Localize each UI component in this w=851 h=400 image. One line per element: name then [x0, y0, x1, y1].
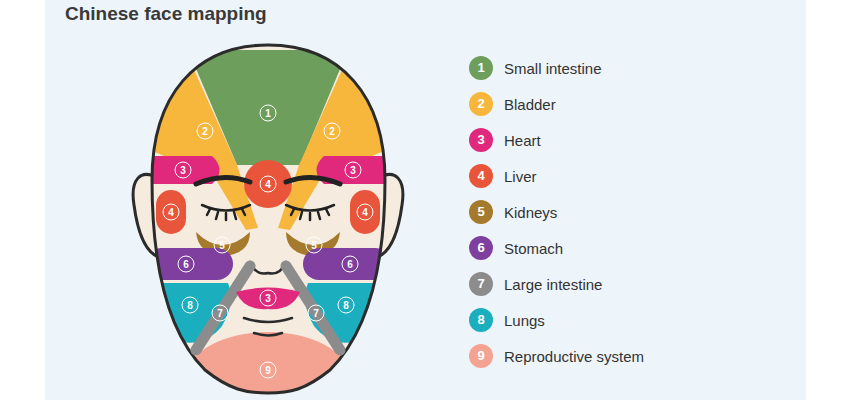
nose	[250, 262, 286, 274]
legend-number: 8	[469, 308, 493, 332]
legend-number: 7	[469, 272, 493, 296]
mouth	[244, 318, 292, 336]
legend-number: 5	[469, 200, 493, 224]
diagram-title: Chinese face mapping	[65, 3, 267, 25]
callout-number: 7	[308, 305, 325, 322]
legend-text: Large intestine	[504, 276, 602, 293]
callout-number: 1	[260, 105, 277, 122]
legend-swatch: 2	[469, 92, 493, 116]
legend-swatch: 1	[469, 56, 493, 80]
callout-number: 2	[197, 123, 214, 140]
legend-text: Stomach	[504, 240, 563, 257]
legend-text: Bladder	[504, 96, 556, 113]
large-intestine-lines	[196, 266, 340, 350]
callout-number: 4	[163, 204, 180, 221]
legend-text: Kidneys	[504, 204, 557, 221]
legend-number: 6	[469, 236, 493, 260]
callout-number: 6	[178, 256, 195, 273]
legend-swatch: 4	[469, 164, 493, 188]
callout-number: 2	[324, 123, 341, 140]
legend-number: 1	[469, 56, 493, 80]
legend-text: Heart	[504, 132, 541, 149]
legend-swatch: 9	[469, 344, 493, 368]
legend-number: 4	[469, 164, 493, 188]
callout-number: 5	[214, 237, 231, 254]
callout-number: 3	[260, 290, 277, 307]
callout-number: 3	[175, 162, 192, 179]
legend-number: 3	[469, 128, 493, 152]
legend-text: Liver	[504, 168, 537, 185]
callout-number: 4	[260, 176, 277, 193]
callout-number: 5	[306, 237, 323, 254]
callout-number: 4	[357, 204, 374, 221]
background-panel	[45, 0, 806, 400]
upper-lip-region	[236, 288, 300, 310]
legend-text: Reproductive system	[504, 348, 644, 365]
legend-swatch: 7	[469, 272, 493, 296]
closed-eyes	[202, 205, 334, 220]
face-regions	[145, 50, 391, 400]
callout-number: 8	[338, 297, 355, 314]
legend-swatch: 6	[469, 236, 493, 260]
callout-number: 9	[260, 362, 277, 379]
legend-number: 2	[469, 92, 493, 116]
callout-number: 6	[342, 256, 359, 273]
legend-swatch: 8	[469, 308, 493, 332]
callout-number: 8	[182, 297, 199, 314]
callout-number: 7	[212, 305, 229, 322]
legend-text: Lungs	[504, 312, 545, 329]
legend-swatch: 5	[469, 200, 493, 224]
callout-number: 3	[345, 162, 362, 179]
head-border	[152, 45, 385, 393]
legend-swatch: 3	[469, 128, 493, 152]
legend-text: Small intestine	[504, 60, 602, 77]
legend-number: 9	[469, 344, 493, 368]
